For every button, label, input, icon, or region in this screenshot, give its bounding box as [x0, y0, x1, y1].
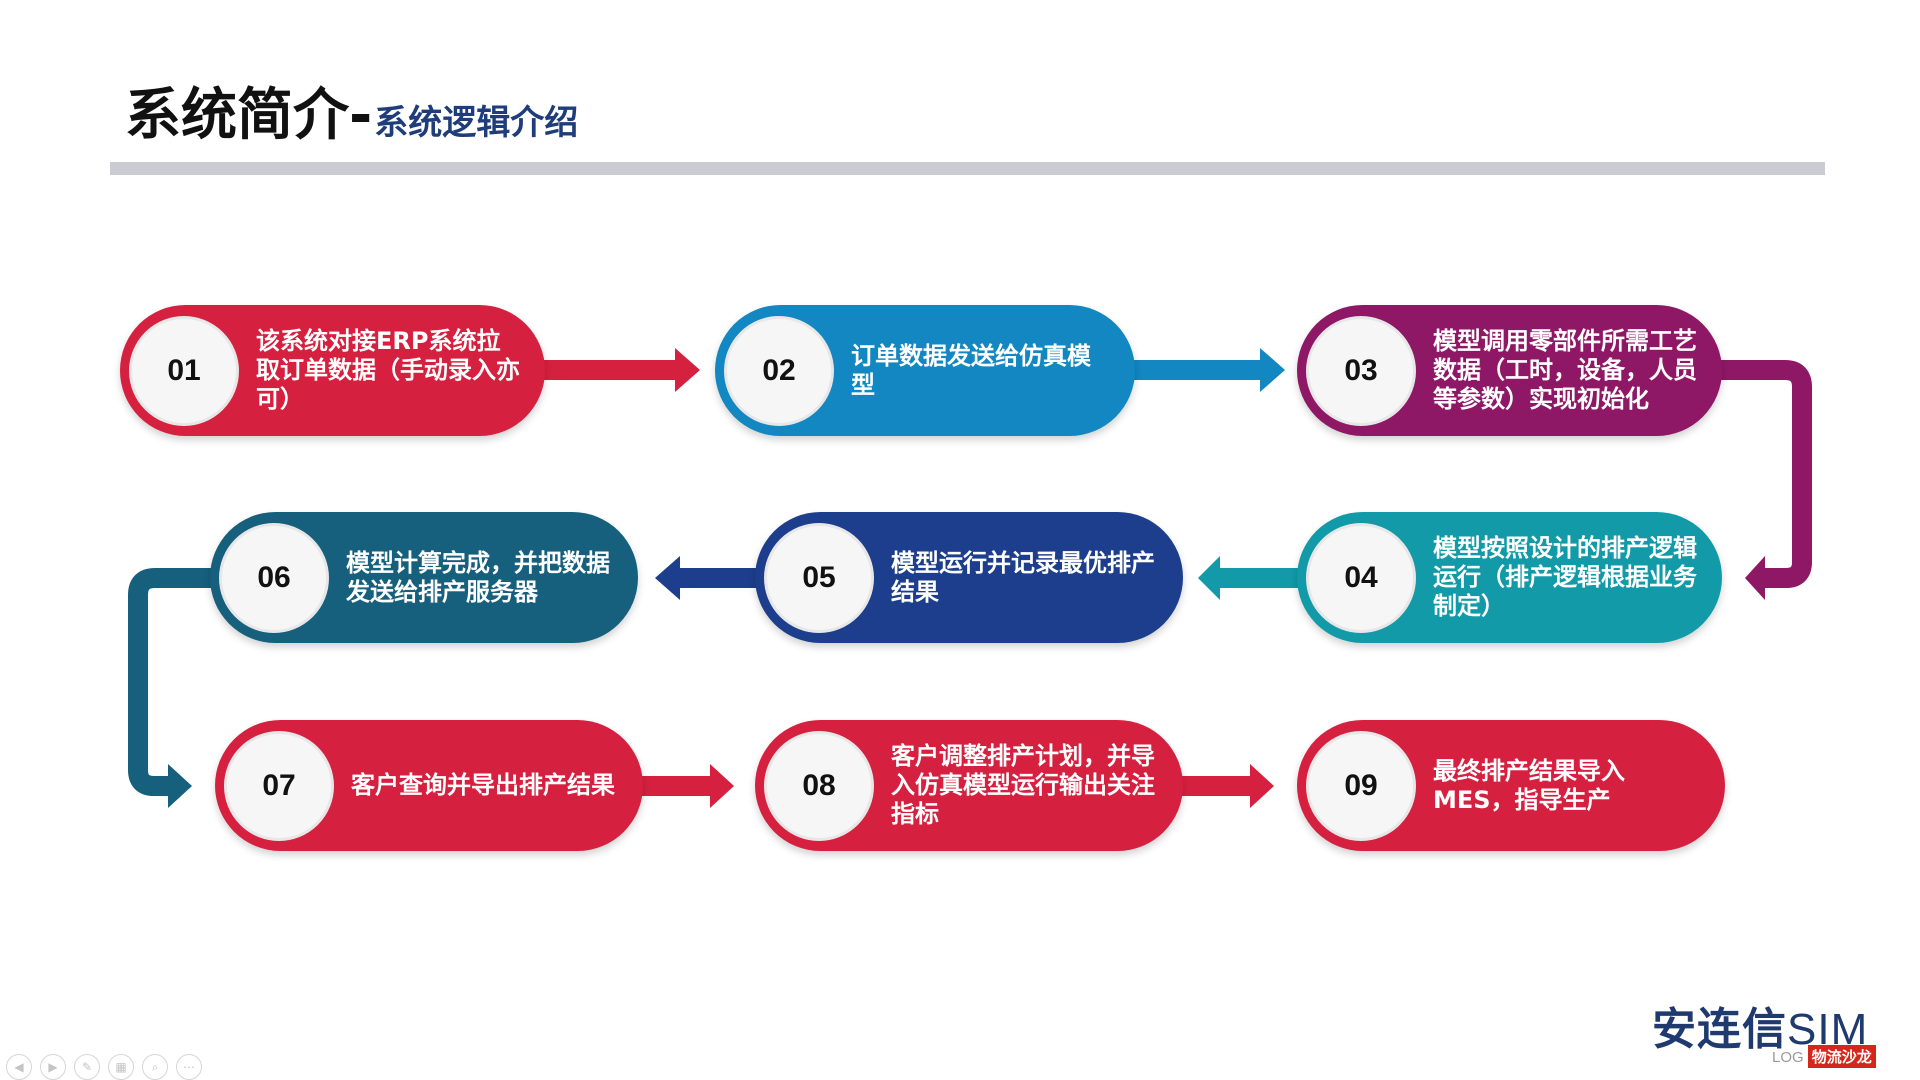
step-text: 模型按照设计的排产逻辑运行（排产逻辑根据业务制定） — [1433, 534, 1697, 620]
logo-suffix: SIM — [1787, 1005, 1869, 1054]
watermark-left: LOG — [1772, 1049, 1804, 1066]
arrowhead-08-09 — [1250, 764, 1274, 808]
step-07: 07 客户查询并导出排产结果 — [215, 720, 643, 851]
step-number: 06 — [219, 523, 329, 633]
step-06: 06 模型计算完成，并把数据发送给排产服务器 — [210, 512, 638, 643]
logo-brand: 安连信 — [1652, 1004, 1787, 1055]
slides-icon[interactable]: ▦ — [108, 1054, 134, 1080]
arrowhead-02-03 — [1260, 348, 1285, 392]
arrowhead-06-07 — [168, 764, 192, 808]
step-01: 01 该系统对接ERP系统拉取订单数据（手动录入亦可） — [120, 305, 545, 436]
step-text: 最终排产结果导入MES，指导生产 — [1433, 756, 1625, 814]
step-text: 模型计算完成，并把数据发送给排产服务器 — [346, 548, 610, 606]
step-number: 04 — [1306, 523, 1416, 633]
step-number: 03 — [1306, 316, 1416, 426]
brand-logo: 安连信SIM — [1652, 1008, 1868, 1052]
slideshow-toolbar: ◀ ▶ ✎ ▦ ⌕ ⋯ — [6, 1054, 202, 1080]
pen-icon[interactable]: ✎ — [74, 1054, 100, 1080]
step-04: 04 模型按照设计的排产逻辑运行（排产逻辑根据业务制定） — [1297, 512, 1722, 643]
arrowhead-03-04 — [1745, 556, 1765, 600]
step-08: 08 客户调整排产计划，并导入仿真模型运行输出关注指标 — [755, 720, 1183, 851]
step-03: 03 模型调用零部件所需工艺数据（工时，设备，人员等参数）实现初始化 — [1297, 305, 1722, 436]
arrowhead-07-08 — [710, 764, 734, 808]
step-02: 02 订单数据发送给仿真模型 — [715, 305, 1135, 436]
step-number: 09 — [1306, 731, 1416, 841]
more-icon[interactable]: ⋯ — [176, 1054, 202, 1080]
step-number: 01 — [129, 316, 239, 426]
title-divider — [110, 162, 1825, 175]
step-text: 客户调整排产计划，并导入仿真模型运行输出关注指标 — [891, 742, 1155, 828]
page-title: 系统简介-系统逻辑介绍 — [125, 88, 578, 144]
title-sub: 系统逻辑介绍 — [374, 103, 579, 143]
step-text: 客户查询并导出排产结果 — [351, 771, 615, 799]
watermark-badge: 物流沙龙 — [1807, 1045, 1876, 1068]
arrowhead-05-06 — [655, 556, 680, 600]
title-main: 系统简介- — [125, 83, 373, 148]
step-number: 08 — [764, 731, 874, 841]
step-text: 模型调用零部件所需工艺数据（工时，设备，人员等参数）实现初始化 — [1433, 327, 1697, 413]
step-05: 05 模型运行并记录最优排产结果 — [755, 512, 1183, 643]
arrow-03-04 — [1700, 360, 1812, 588]
step-number: 07 — [224, 731, 334, 841]
next-icon[interactable]: ▶ — [40, 1054, 66, 1080]
step-text: 模型运行并记录最优排产结果 — [891, 548, 1155, 606]
step-text: 订单数据发送给仿真模型 — [851, 341, 1091, 399]
step-text: 该系统对接ERP系统拉取订单数据（手动录入亦可） — [256, 327, 520, 413]
step-number: 05 — [764, 523, 874, 633]
arrowhead-01-02 — [675, 348, 700, 392]
arrow-06-07 — [128, 568, 218, 796]
step-09: 09 最终排产结果导入MES，指导生产 — [1297, 720, 1725, 851]
step-number: 02 — [724, 316, 834, 426]
prev-icon[interactable]: ◀ — [6, 1054, 32, 1080]
zoom-icon[interactable]: ⌕ — [142, 1054, 168, 1080]
arrowhead-04-05 — [1198, 556, 1220, 600]
